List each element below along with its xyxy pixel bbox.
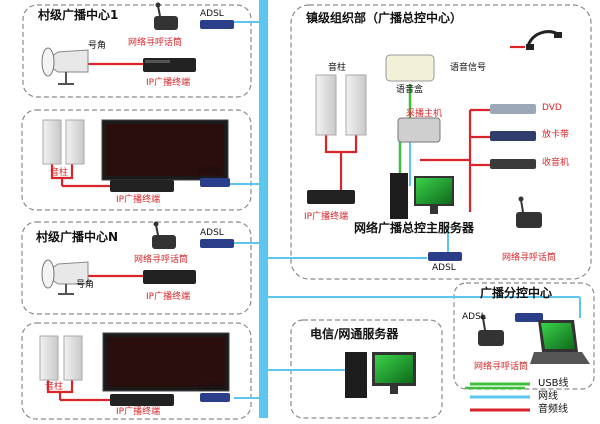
adsl-label-bottom: ADSL <box>198 382 222 392</box>
zone-villageN <box>21 221 252 315</box>
laptop-icon <box>530 320 590 364</box>
pager-label-town: 网络寻呼话筒 <box>502 253 557 263</box>
telecom-tower <box>345 352 367 398</box>
voice-box-label: 语音盒 <box>396 85 424 95</box>
zone-title-village1: 村级广播中心1 <box>38 8 119 22</box>
speaker-label-top: 音柱 <box>50 168 69 178</box>
adsl-modem-sub <box>515 313 543 322</box>
voice-signal-label: 语音信号 <box>450 63 487 73</box>
pager-mic-sub <box>478 314 504 346</box>
horn-label-N: 号角 <box>76 280 95 290</box>
tape-deck <box>490 131 536 141</box>
adsl-modem-bottom <box>200 393 230 402</box>
village-top-devices <box>42 119 230 192</box>
town-devices <box>307 30 562 261</box>
adsl-label-town: ADSL <box>432 263 456 273</box>
server-label: 网络广播总控主服务器 <box>354 221 475 235</box>
dvd-label: DVD <box>542 103 562 113</box>
host-console <box>397 117 441 143</box>
zone-sub <box>453 282 595 390</box>
adsl-label-sub: ADSL <box>462 312 486 322</box>
host-label: 采播主机 <box>406 109 443 119</box>
telephone-icon <box>526 30 562 50</box>
zone-title-villageN: 村级广播中心N <box>36 230 119 244</box>
zone-village1 <box>22 4 252 98</box>
adsl-modem-town <box>428 252 462 261</box>
zone-village-bottom <box>21 322 252 420</box>
legend-network: 网线 <box>538 391 558 402</box>
zone-title-sub: 广播分控中心 <box>480 286 553 300</box>
adsl-modem-top <box>200 178 230 187</box>
zone-village-top <box>21 109 252 211</box>
terminal-label-1: IP广播终端 <box>146 78 191 88</box>
pager-label-N: 网络寻呼话筒 <box>134 255 189 265</box>
pager-mic-town <box>516 196 542 228</box>
horn-speaker-1 <box>41 47 89 85</box>
zone-borders <box>21 4 595 420</box>
speaker-label-bottom: 音柱 <box>45 382 64 392</box>
zone-town <box>290 4 592 280</box>
voice-box <box>385 54 435 82</box>
radio-receiver <box>490 159 536 169</box>
ip-terminal-town <box>307 190 355 204</box>
pager-label-1: 网络寻呼话筒 <box>128 38 183 48</box>
zone-title-town: 镇级组织部（广播总控中心） <box>306 11 463 25</box>
radio-label: 收音机 <box>542 158 570 168</box>
ip-terminal-N <box>143 270 196 284</box>
tape-label: 放卡带 <box>542 130 570 140</box>
legend-swatches <box>470 382 530 412</box>
adsl-label-top: ADSL <box>198 166 222 176</box>
horn-speaker-N <box>41 259 89 295</box>
network-bus <box>259 0 268 418</box>
pager-label-sub: 网络寻呼话筒 <box>474 362 529 372</box>
adsl-modem-N <box>200 239 234 248</box>
adsl-label-1: ADSL <box>200 9 224 19</box>
server-tower <box>390 173 408 219</box>
terminal-label-bottom: IP广播终端 <box>116 407 161 417</box>
adsl-label-N: ADSL <box>200 228 224 238</box>
terminal-label-top: IP广播终端 <box>116 195 161 205</box>
dvd-player <box>490 104 536 114</box>
village-bottom-devices <box>39 332 230 406</box>
audio-lines <box>46 45 525 402</box>
usb-lines <box>398 84 525 390</box>
zone-title-telecom: 电信/网通服务器 <box>310 327 399 341</box>
sub-devices <box>478 313 590 364</box>
terminal-label-town: IP广播终端 <box>304 212 349 222</box>
ip-terminal-bottom <box>110 394 174 406</box>
speaker-label-town: 音柱 <box>328 63 347 73</box>
village1-devices <box>41 2 234 85</box>
ip-terminal-top <box>110 180 174 192</box>
telecom-devices <box>345 352 416 398</box>
pager-mic-1 <box>154 2 178 30</box>
adsl-modem-1 <box>200 20 234 29</box>
horn-label-1: 号角 <box>88 41 107 51</box>
terminal-label-N: IP广播终端 <box>146 292 191 302</box>
pager-mic-N <box>152 221 176 249</box>
network-lines <box>230 21 581 399</box>
legend-usb: USB线 <box>538 378 569 389</box>
villageN-devices <box>41 221 234 295</box>
legend-audio: 音频线 <box>538 404 568 415</box>
